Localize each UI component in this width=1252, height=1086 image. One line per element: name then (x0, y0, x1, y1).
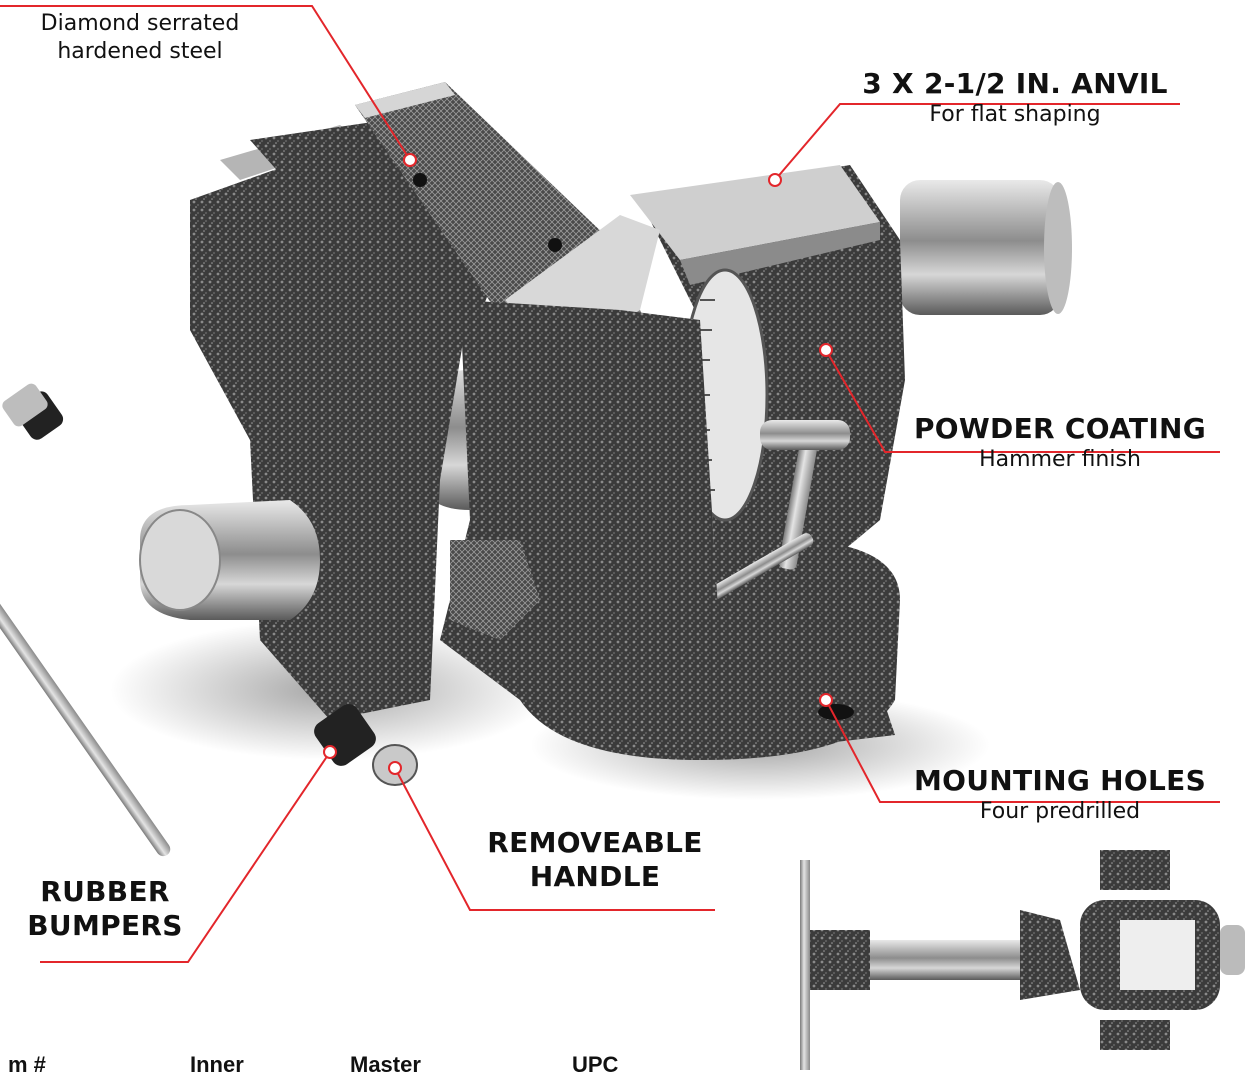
leader-rubber (40, 751, 331, 963)
callout-anvil: 3 X 2-1/2 IN. ANVIL For flat shaping (845, 67, 1185, 129)
top-view-inset (800, 850, 1245, 1070)
callout-handle-title: REMOVEABLE HANDLE (487, 826, 703, 893)
leader-mounting-dot (819, 693, 833, 707)
lock-lever (778, 430, 820, 570)
leader-anvil-dot (768, 173, 782, 187)
rear-spindle (900, 180, 1060, 315)
leader-mounting (825, 699, 1220, 803)
callout-powder-sub: Hammer finish (979, 447, 1141, 472)
callout-anvil-sub: For flat shaping (929, 102, 1101, 127)
callout-handle: REMOVEABLE HANDLE (470, 826, 720, 894)
mounting-hole (818, 704, 854, 720)
leader-jaw (0, 5, 411, 161)
callout-mounting: MOUNTING HOLES Four predrilled (895, 764, 1225, 826)
table-header-upc: UPC (572, 1052, 619, 1077)
handle-bar (0, 542, 171, 857)
callout-rubber-title: RUBBER BUMPERS (27, 875, 183, 942)
callout-powder: POWDER COATING Hammer finish (895, 412, 1225, 474)
table-header-master: Master (350, 1052, 421, 1077)
callout-powder-title: POWDER COATING (913, 412, 1207, 445)
jaw-screw (413, 173, 427, 187)
table-header-inner: Inner (190, 1052, 244, 1077)
callout-jaw: Diamond serrated hardened steel (10, 10, 270, 66)
leader-powder-dot (819, 343, 833, 357)
leader-handle-dot (388, 761, 402, 775)
leader-anvil (774, 103, 1180, 181)
leader-handle (394, 767, 715, 911)
leader-powder (825, 349, 1220, 453)
callout-anvil-title: 3 X 2-1/2 IN. ANVIL (862, 67, 1168, 100)
jaw-screw (548, 238, 562, 252)
callout-rubber: RUBBER BUMPERS (10, 875, 200, 943)
pipe-jaw (450, 540, 540, 640)
leader-rubber-dot (323, 745, 337, 759)
callout-jaw-sub: Diamond serrated hardened steel (40, 11, 240, 64)
leader-jaw-dot (403, 153, 417, 167)
table-header-item: m # (8, 1052, 46, 1077)
callout-mounting-sub: Four predrilled (979, 799, 1141, 824)
anvil-top (630, 165, 880, 260)
callout-mounting-title: MOUNTING HOLES (913, 764, 1207, 797)
